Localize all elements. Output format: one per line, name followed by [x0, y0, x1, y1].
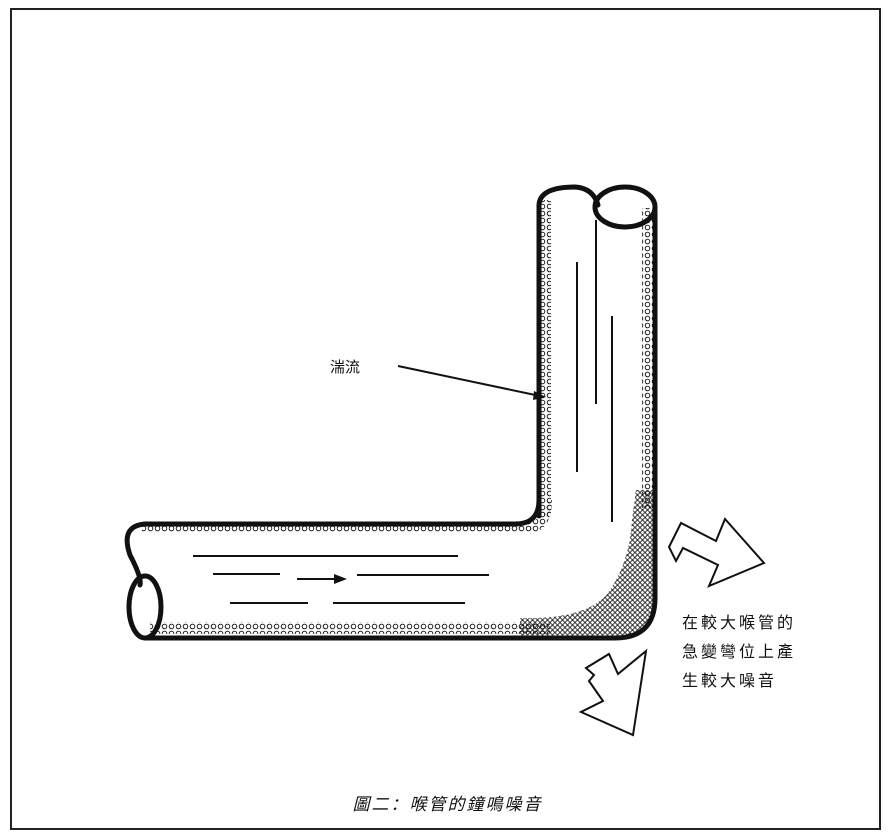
turbulence-leader — [397, 365, 546, 400]
noise-note: 在較大喉管的 急變彎位上產 生較大噪音 — [682, 608, 796, 695]
turbulence-texture — [142, 200, 655, 638]
noise-note-line: 急變彎位上產 — [682, 642, 797, 661]
noise-note-line: 在較大喉管的 — [682, 613, 797, 632]
flow-arrow-icon — [297, 574, 347, 584]
noise-note-line: 生較大噪音 — [682, 671, 778, 690]
figure-frame — [10, 8, 881, 830]
vertical-flow-lines — [576, 220, 613, 522]
figure-caption: 圖二：喉管的鐘鳴噪音 — [352, 795, 543, 815]
pipe-outline — [124, 184, 658, 641]
horizontal-flow-lines — [193, 555, 489, 604]
turbulence-label: 湍流 — [330, 358, 361, 376]
noise-arrow-icon — [578, 517, 766, 737]
